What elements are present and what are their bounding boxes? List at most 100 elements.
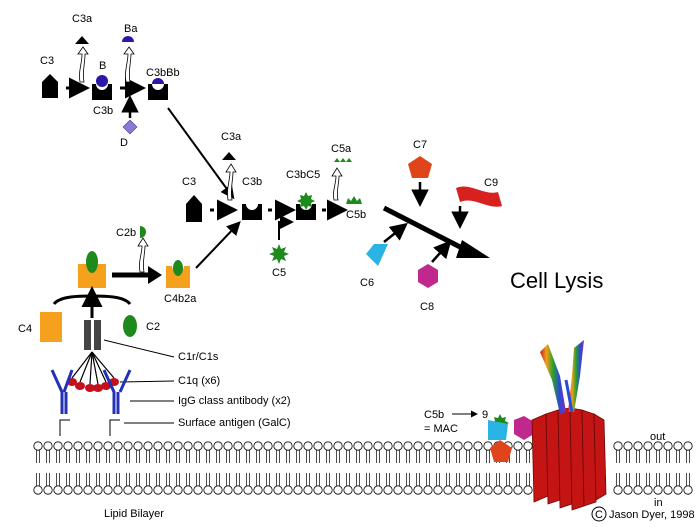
lipid-head — [123, 441, 133, 451]
c4-shape — [40, 312, 62, 342]
lipid-head — [153, 485, 163, 495]
c3bc5-shape — [296, 204, 316, 220]
c6-label: C6 — [360, 277, 374, 289]
lipid-head — [53, 441, 63, 451]
igg-antibody-left — [50, 369, 74, 414]
c3bc5-star — [297, 192, 315, 210]
lipid-head — [473, 441, 483, 451]
lipid-head — [633, 485, 643, 495]
surface-antigen-left — [59, 419, 70, 436]
mac-c5b-label: C5b — [424, 409, 444, 421]
big-arrowhead-c4b2a — [148, 266, 162, 284]
arrow-c6 — [383, 222, 408, 243]
c3a-top-shape — [75, 36, 89, 44]
c5-label: C5 — [272, 267, 286, 279]
c5a-shape — [334, 158, 352, 162]
lipid-head — [83, 441, 93, 451]
lipid-head — [503, 485, 513, 495]
c3-mid-shape — [186, 195, 202, 222]
lipid-head — [153, 441, 163, 451]
lipid-head — [303, 441, 313, 451]
lipid-head — [413, 485, 423, 495]
lipid-head — [313, 485, 323, 495]
lipid-head — [343, 485, 353, 495]
c8-shape — [418, 264, 438, 288]
lipid-head — [283, 485, 293, 495]
arrow-c5-up — [278, 215, 294, 240]
lipid-head — [413, 441, 423, 451]
lipid-head — [323, 441, 333, 451]
lipid-head — [263, 485, 273, 495]
hollow-arrow-c3a-top — [77, 46, 89, 83]
mac-rainbow-left — [540, 344, 566, 414]
c7-shape — [408, 156, 432, 178]
c3b-top-shape — [92, 84, 112, 100]
c3b-mid-label: C3b — [242, 176, 262, 188]
lipid-head — [463, 485, 473, 495]
lipid-head — [663, 441, 673, 451]
lipid-head — [293, 485, 303, 495]
lipid-head — [243, 441, 253, 451]
mac-c8-shape — [514, 416, 534, 440]
arrow-c8 — [431, 240, 452, 263]
c2b-shape — [140, 226, 146, 238]
c4b2a-shape — [166, 266, 190, 288]
lipid-head — [343, 441, 353, 451]
lipid-head — [183, 441, 193, 451]
lipid-head — [623, 485, 633, 495]
lipid-head — [373, 485, 383, 495]
lipid-head — [193, 441, 203, 451]
igg-antibody-right — [102, 369, 132, 414]
lipid-head — [263, 441, 273, 451]
pointer-c1r-c1s — [103, 339, 175, 358]
lipid-head — [203, 441, 213, 451]
c1r-shape — [84, 320, 91, 350]
c3-top-shape — [42, 74, 58, 98]
factor-b-shape — [96, 75, 108, 87]
lipid-head — [273, 441, 283, 451]
lipid-head — [523, 441, 533, 451]
lipid-bilayer-label: Lipid Bilayer — [104, 508, 164, 520]
lipid-head — [303, 485, 313, 495]
lipid-head — [43, 441, 53, 451]
lipid-head — [673, 441, 683, 451]
c1q-label: C1q (x6) — [178, 375, 220, 387]
pointer-c1q — [119, 380, 175, 383]
lipid-head — [143, 485, 153, 495]
c1s-shape — [94, 320, 101, 350]
c3b-top-label: C3b — [93, 105, 113, 117]
lipid-head — [143, 441, 153, 451]
arrow-c4b2a-to-c3 — [195, 221, 241, 269]
lipid-head — [353, 441, 363, 451]
lipid-head — [443, 441, 453, 451]
mac-arrow-num: 9 — [482, 409, 488, 421]
lipid-head — [673, 485, 683, 495]
lipid-head — [83, 485, 93, 495]
big-arrow-to-lysis — [382, 205, 468, 253]
lipid-head — [113, 441, 123, 451]
c4b2a-label: C4b2a — [164, 293, 197, 305]
lipid-head — [103, 485, 113, 495]
c4b2a-green — [173, 260, 183, 276]
lipid-head — [43, 485, 53, 495]
lipid-head — [283, 441, 293, 451]
lipid-head — [33, 485, 43, 495]
c5a-label: C5a — [331, 143, 352, 155]
surface-antigen-right — [109, 419, 120, 436]
c5-shape — [269, 244, 289, 264]
lipid-head — [233, 485, 243, 495]
lipid-head — [423, 441, 433, 451]
lipid-head — [363, 485, 373, 495]
c4-label: C4 — [18, 323, 32, 335]
lipid-head — [243, 485, 253, 495]
lipid-head — [663, 485, 673, 495]
lipid-head — [433, 441, 443, 451]
c9-shape — [456, 186, 502, 207]
mac-rainbow-right — [568, 340, 584, 412]
lipid-head — [93, 441, 103, 451]
igg-label: IgG class antibody (x2) — [178, 395, 291, 407]
lipid-head — [123, 485, 133, 495]
lipid-bilayer — [33, 441, 693, 495]
hollow-arrow-c3a-mid — [225, 163, 237, 201]
